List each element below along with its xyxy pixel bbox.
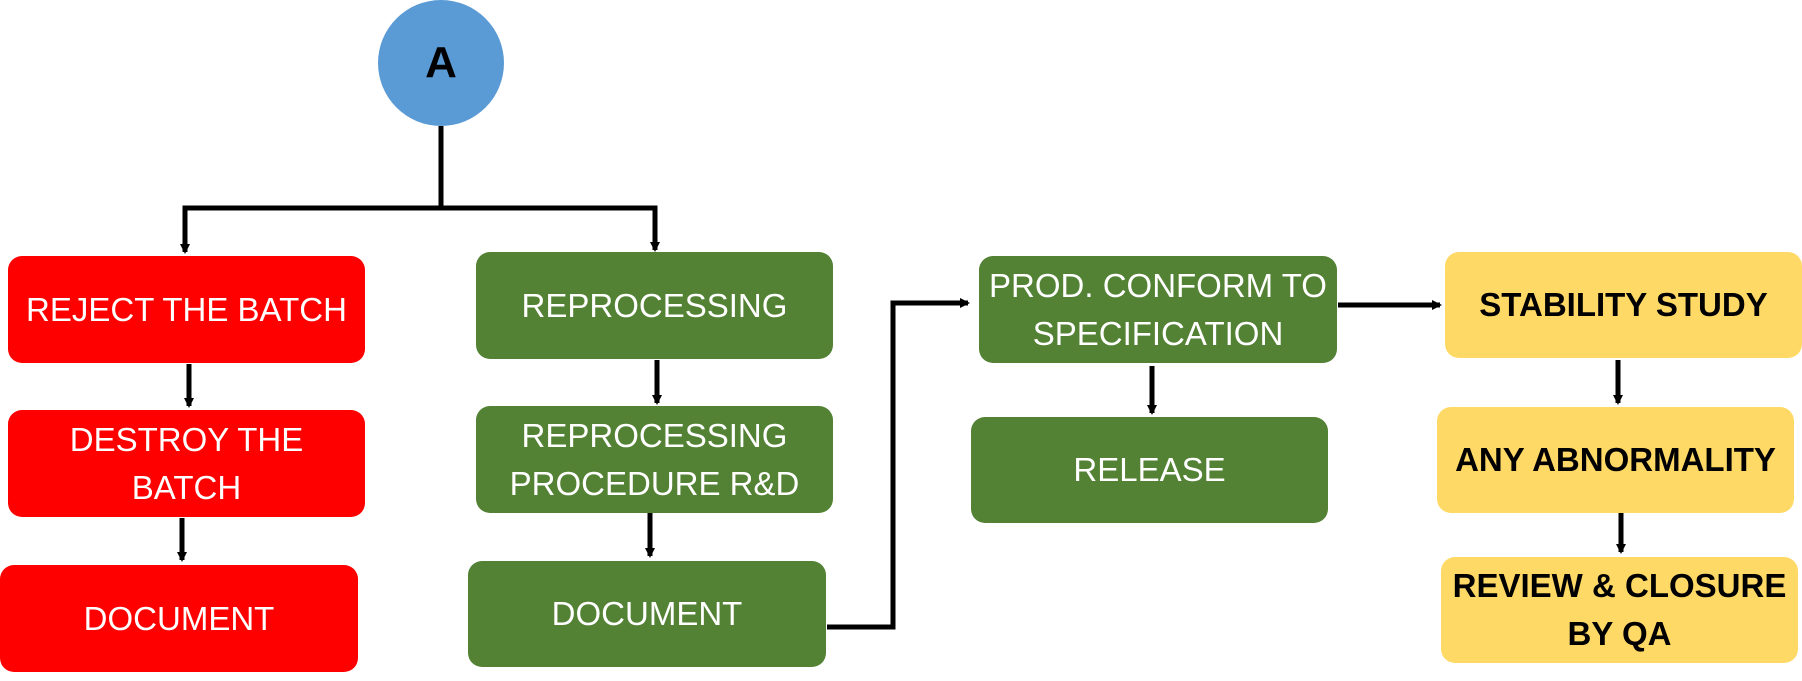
stability-study-box: STABILITY STUDY: [1445, 252, 1802, 358]
review-closure-box: REVIEW & CLOSURE BY QA: [1441, 557, 1798, 663]
reprocessing-label: REPROCESSING: [521, 286, 788, 324]
destroy-batch-box: DESTROY THE BATCH: [8, 410, 365, 517]
reject-batch-box: REJECT THE BATCH: [8, 256, 365, 363]
review-closure-label: REVIEW & CLOSURE BY QA: [1452, 567, 1787, 652]
start-node-a: A: [378, 0, 504, 126]
abnormality-box: ANY ABNORMALITY: [1437, 407, 1794, 513]
reprocess-document-label: DOCUMENT: [551, 595, 743, 632]
reprocessing-procedure-label: REPROCESSING PROCEDURE R&D: [509, 416, 800, 502]
reject-batch-label: REJECT THE BATCH: [26, 290, 347, 328]
conform-spec-label: PROD. CONFORM TO SPECIFICATION: [989, 266, 1327, 352]
reprocessing-procedure-box: REPROCESSING PROCEDURE R&D: [476, 406, 833, 513]
reject-document-label: DOCUMENT: [83, 599, 275, 637]
abnormality-label: ANY ABNORMALITY: [1455, 441, 1776, 478]
release-box: RELEASE: [971, 417, 1328, 523]
conform-spec-box: PROD. CONFORM TO SPECIFICATION: [979, 256, 1337, 363]
release-label: RELEASE: [1073, 451, 1226, 488]
start-node-label: A: [425, 38, 457, 87]
arrow-document-to-conform: [827, 298, 970, 630]
reprocessing-box: REPROCESSING: [476, 252, 833, 359]
split-connector: [182, 205, 658, 228]
destroy-batch-label: DESTROY THE BATCH: [69, 420, 304, 506]
reprocess-document-box: DOCUMENT: [468, 561, 826, 667]
reject-document-box: DOCUMENT: [0, 565, 358, 672]
stability-study-label: STABILITY STUDY: [1479, 286, 1768, 323]
